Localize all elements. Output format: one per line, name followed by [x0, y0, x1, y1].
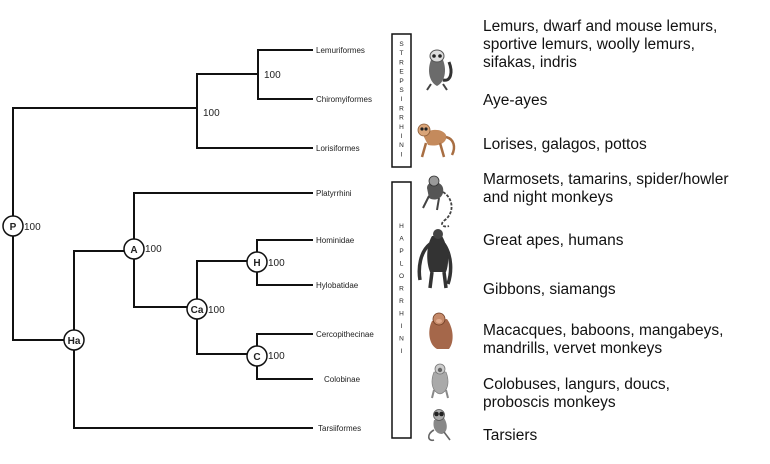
node-ca: Ca: [187, 299, 207, 319]
taxon-platyrrhini: Platyrrhini: [316, 189, 352, 198]
desc-new-world-line-1: Marmosets, tamarins, spider/howler: [483, 171, 729, 189]
haplorrhini-letter: R: [399, 298, 404, 305]
taxon-lemuriformes: Lemuriformes: [316, 46, 365, 55]
node-a: A: [124, 239, 144, 259]
desc-aye-ayes: Aye-ayes: [483, 92, 547, 110]
marmoset-icon: [423, 176, 452, 227]
desc-lemurs-line-3: sifakas, indris: [483, 54, 717, 72]
haplorrhini-letter: O: [399, 273, 404, 280]
strepsirrhini-letter: S: [399, 87, 404, 94]
strepsirrhini-letter: I: [401, 96, 403, 103]
strepsirrhini-letter: I: [401, 133, 403, 140]
desc-macaques-line-2: mandrills, vervet monkeys: [483, 340, 723, 358]
desc-lemurs: Lemurs, dwarf and mouse lemurs, sportive…: [483, 18, 717, 72]
ape-icon: [419, 229, 450, 288]
desc-macaques-line-1: Macacques, baboons, mangabeys,: [483, 322, 723, 340]
taxon-lorisiformes: Lorisiformes: [316, 144, 360, 153]
desc-colobuses-line-1: Colobuses, langurs, doucs,: [483, 376, 670, 394]
strepsirrhini-letter: R: [399, 105, 404, 112]
node-p: P: [3, 216, 23, 236]
lemur-icon: [427, 50, 451, 90]
strepsirrhini-letter: T: [400, 50, 404, 57]
svg-text:A: A: [130, 245, 137, 256]
macaque-icon: [429, 313, 452, 349]
taxon-cercopithecinae: Cercopithecinae: [316, 330, 374, 339]
support-p: 100: [24, 222, 41, 233]
support-a: 100: [145, 244, 162, 255]
desc-lemurs-line-1: Lemurs, dwarf and mouse lemurs,: [483, 18, 717, 36]
tree-branches: [13, 50, 312, 428]
strepsirrhini-letter: H: [399, 124, 404, 131]
desc-gibbons: Gibbons, siamangs: [483, 281, 616, 299]
haplorrhini-letter: I: [401, 323, 403, 330]
support-lemur-chiro: 100: [264, 70, 281, 81]
haplorrhini-letter: A: [399, 236, 404, 243]
strepsirrhini-letter: P: [399, 78, 403, 85]
node-ha: Ha: [64, 330, 84, 350]
taxon-chiromyiformes: Chiromyiformes: [316, 95, 372, 104]
taxon-hominidae: Hominidae: [316, 236, 355, 245]
desc-new-world-monkeys: Marmosets, tamarins, spider/howler and n…: [483, 171, 729, 207]
strepsirrhini-letter: I: [401, 151, 403, 158]
strepsirrhini-letter: R: [399, 59, 404, 66]
svg-text:Ha: Ha: [68, 336, 81, 347]
taxon-tarsiiformes: Tarsiiformes: [318, 424, 361, 433]
langur-icon: [432, 364, 448, 398]
strepsirrhini-letter: S: [399, 41, 404, 48]
svg-text:C: C: [253, 352, 260, 363]
node-c: C: [247, 346, 267, 366]
taxon-colobinae: Colobinae: [324, 375, 361, 384]
haplorrhini-letter: L: [400, 261, 404, 268]
haplorrhini-letter: N: [399, 336, 404, 343]
desc-tarsiers: Tarsiers: [483, 427, 537, 445]
desc-lemurs-line-2: sportive lemurs, woolly lemurs,: [483, 36, 717, 54]
support-h: 100: [268, 258, 285, 269]
svg-text:Ca: Ca: [191, 305, 204, 316]
haplorrhini-letter: R: [399, 286, 404, 293]
desc-great-apes: Great apes, humans: [483, 232, 623, 250]
support-strepsirrhini: 100: [203, 108, 220, 119]
haplorrhini-letter: H: [399, 311, 404, 318]
support-ca: 100: [208, 305, 225, 316]
support-c: 100: [268, 351, 285, 362]
strepsirrhini-letter: N: [399, 142, 404, 149]
desc-colobuses: Colobuses, langurs, doucs, proboscis mon…: [483, 376, 670, 412]
taxon-hylobatidae: Hylobatidae: [316, 281, 359, 290]
haplorrhini-letter: I: [401, 348, 403, 355]
desc-macaques: Macacques, baboons, mangabeys, mandrills…: [483, 322, 723, 358]
haplorrhini-letter: P: [399, 248, 403, 255]
strepsirrhini-letter: R: [399, 115, 404, 122]
svg-text:H: H: [253, 258, 260, 269]
tarsier-icon: [429, 410, 450, 441]
node-h: H: [247, 252, 267, 272]
haplorrhini-letter: H: [399, 223, 404, 230]
desc-new-world-line-2: and night monkeys: [483, 189, 729, 207]
svg-text:P: P: [10, 222, 17, 233]
desc-lorises: Lorises, galagos, pottos: [483, 136, 647, 154]
loris-icon: [418, 124, 454, 157]
desc-colobuses-line-2: proboscis monkeys: [483, 394, 670, 412]
strepsirrhini-letter: E: [399, 69, 404, 76]
